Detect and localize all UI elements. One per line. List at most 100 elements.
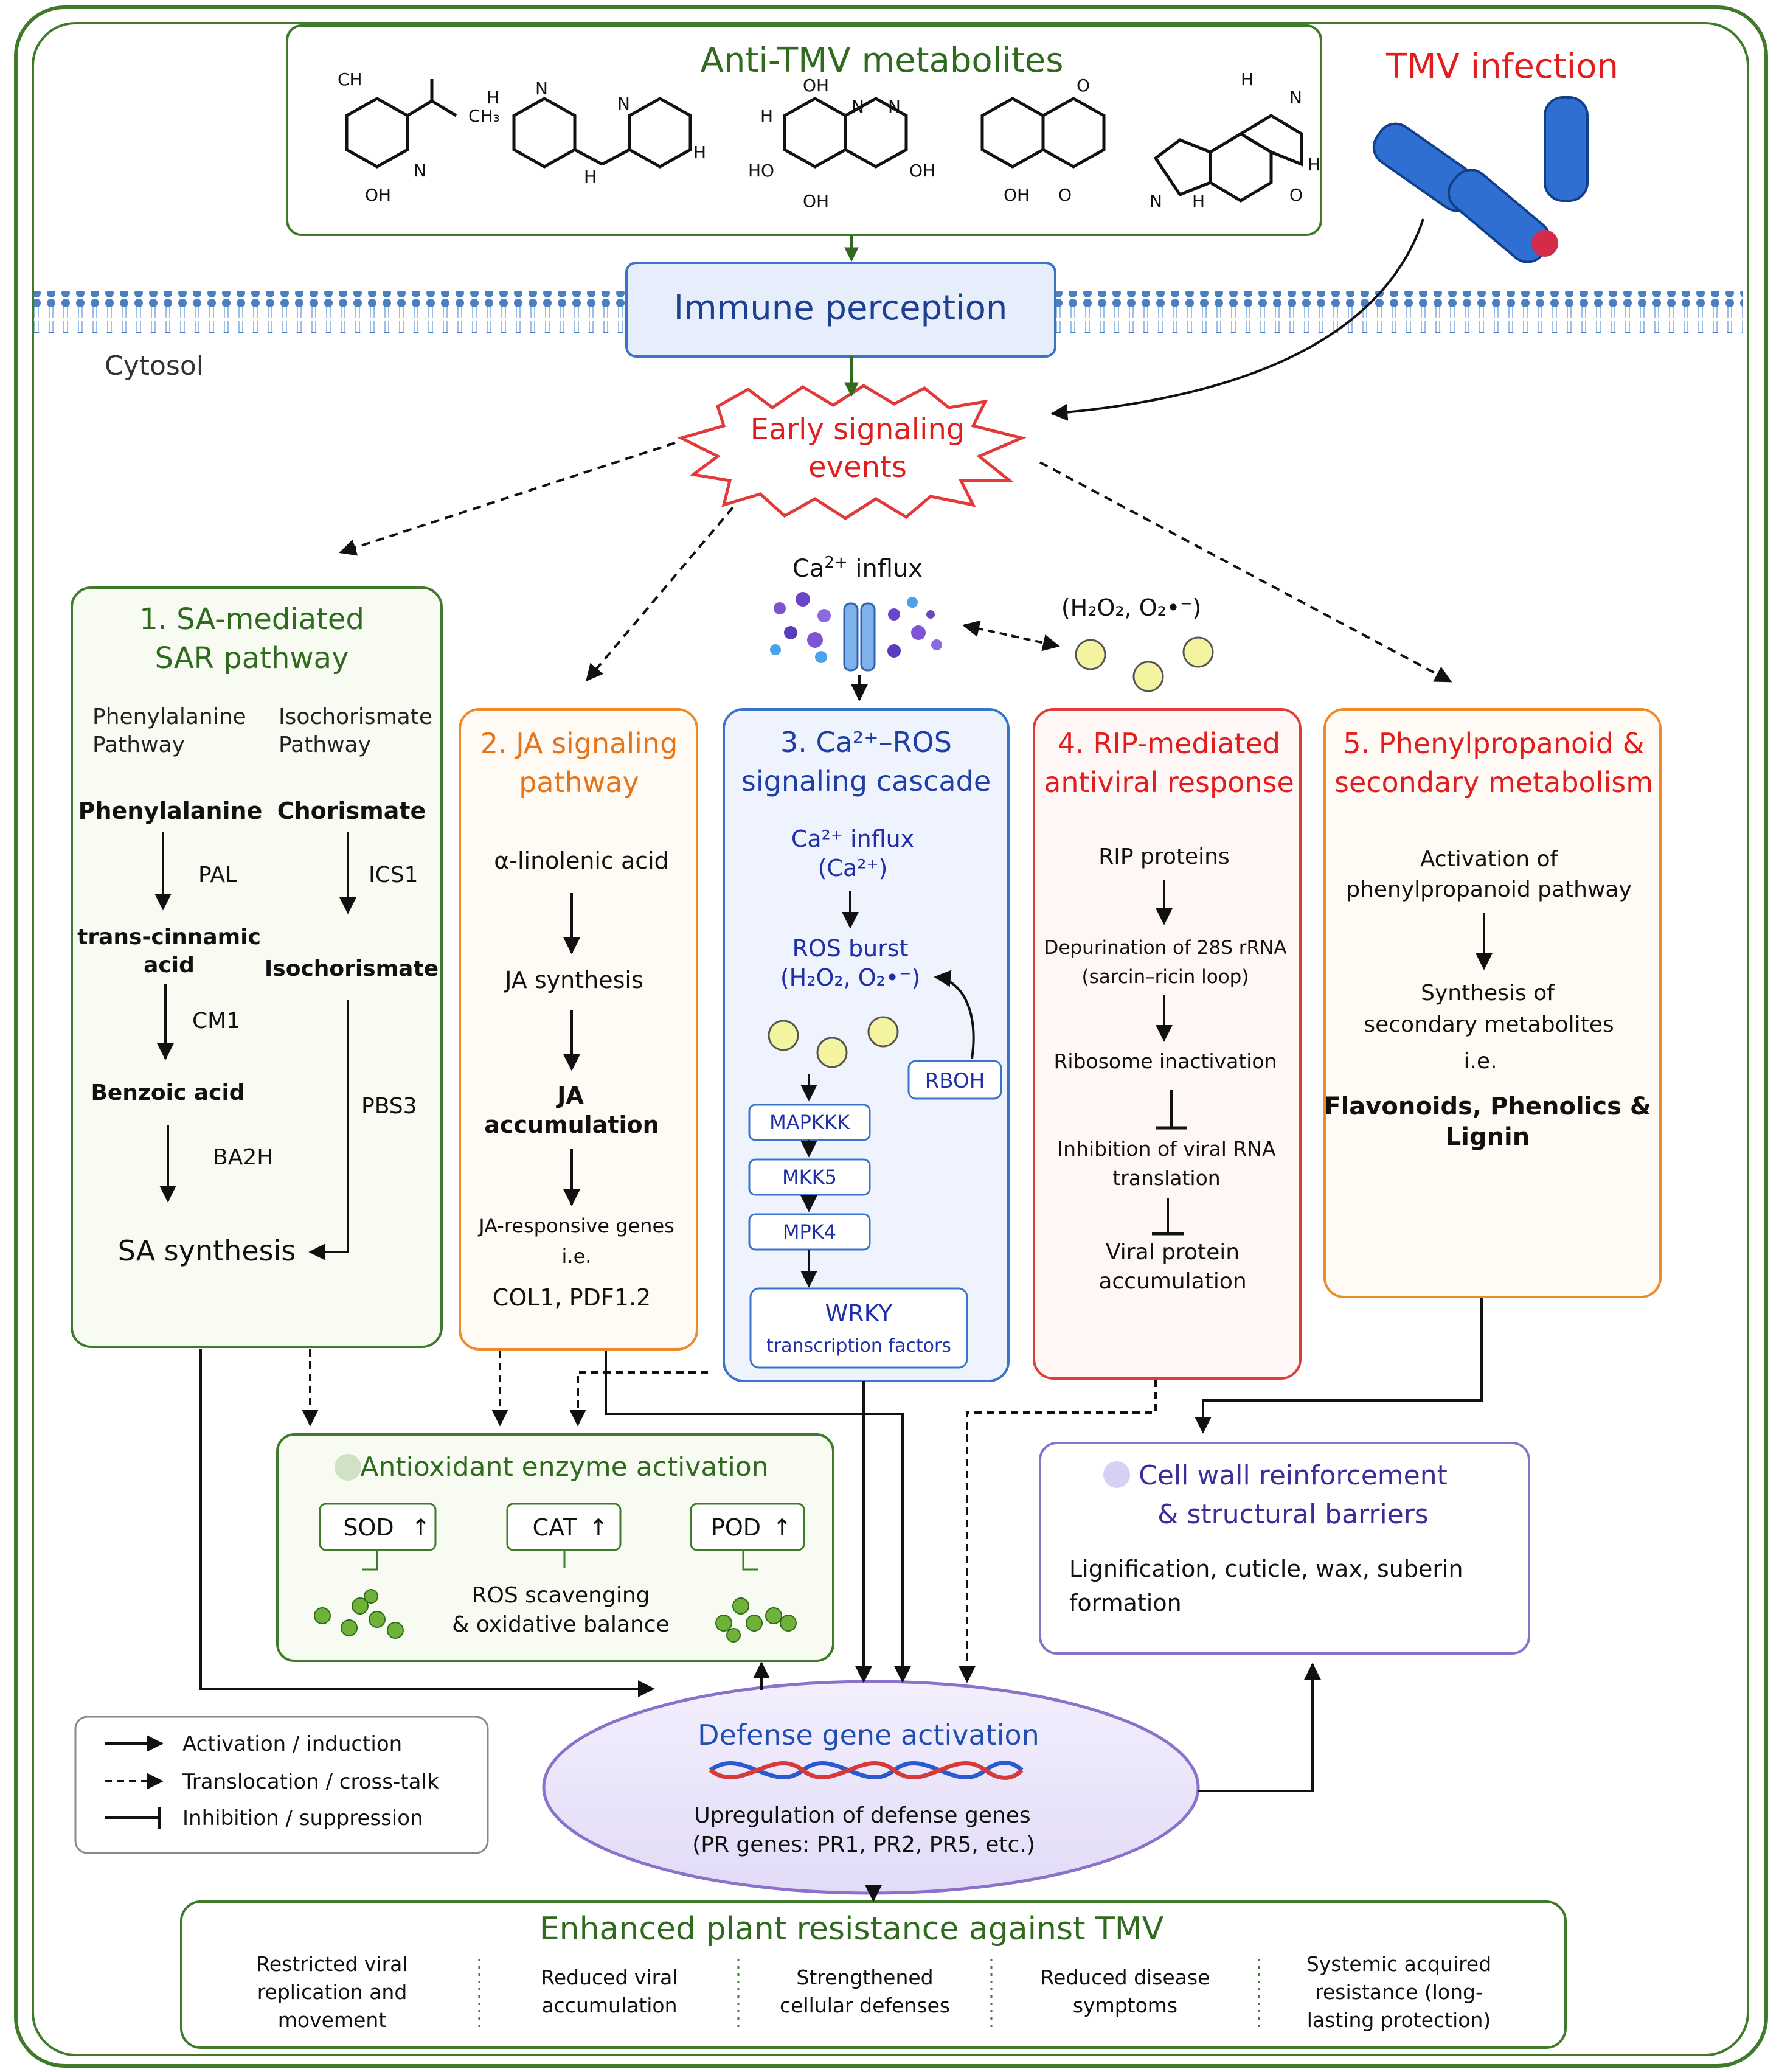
dna-icon <box>709 1761 1024 1780</box>
legend-inhibition: Inhibition / suppression <box>182 1806 423 1830</box>
sa-synthesis: SA synthesis <box>118 1234 296 1267</box>
ja-col1-pdf12: COL1, PDF1.2 <box>493 1284 651 1311</box>
phenyl-ie: i.e. <box>1463 1049 1497 1074</box>
legend: Activation / induction Translocation / c… <box>74 1716 489 1854</box>
tmv-particles-icon <box>1372 96 1589 263</box>
metabolite-structures <box>345 79 1303 203</box>
rip-proteins: RIP proteins <box>1098 844 1230 869</box>
ca-title-line2: signaling cascade <box>741 765 991 798</box>
ros-molecules-icon <box>1075 636 1214 692</box>
cell-wall-body-1: Lignification, cuticle, wax, suberin <box>1069 1556 1463 1582</box>
phenyl-title-line1: 5. Phenylpropanoid & <box>1343 727 1644 760</box>
svg-text:N: N <box>851 97 864 117</box>
dashed-early-sa <box>339 442 676 556</box>
sa-title-line1: 1. SA-mediated <box>139 602 364 636</box>
phenylpropanoid-box: 5. Phenylpropanoid & secondary metabolis… <box>1323 708 1662 1298</box>
cat-up-arrow: ↑ <box>589 1514 608 1541</box>
sod-up-arrow: ↑ <box>411 1514 431 1541</box>
rip-depurination-2: (sarcin–ricin loop) <box>1082 966 1249 988</box>
rip-viral-protein-2: accumulation <box>1098 1269 1246 1294</box>
sa-col2-head2: Pathway <box>279 732 371 757</box>
svg-text:O: O <box>1077 75 1090 96</box>
sa-phenylalanine: Phenylalanine <box>78 798 263 824</box>
phenyl-activation-2: phenylpropanoid pathway <box>1346 877 1632 902</box>
rboh-label: RBOH <box>925 1069 985 1093</box>
cell-wall-body-2: formation <box>1069 1590 1182 1616</box>
svg-text:H: H <box>693 142 706 162</box>
ja-accum-2: accumulation <box>484 1111 659 1138</box>
phenyl-flavonoids-1: Flavonoids, Phenolics & <box>1324 1093 1651 1121</box>
ca-channel-group: Ca2+ influx (H₂O₂, O₂•⁻) <box>770 554 1214 701</box>
arrow-tmv-early <box>1050 218 1424 421</box>
cell-wall-box: Cell wall reinforcement & structural bar… <box>1039 1442 1530 1655</box>
sa-trans-cinnamic-1: trans-cinnamic <box>77 925 261 950</box>
ca-ros-box: 3. Ca²⁺–ROS signaling cascade Ca²⁺ influ… <box>723 708 1010 1382</box>
antioxidant-box: Antioxidant enzyme activation SOD ↑ CAT … <box>276 1433 834 1662</box>
ros-scavenging-2: & oxidative balance <box>452 1612 669 1637</box>
sa-trans-cinnamic-2: acid <box>144 953 195 978</box>
svg-text:N: N <box>888 97 901 117</box>
svg-text:OH: OH <box>803 191 829 211</box>
legend-activation: Activation / induction <box>182 1732 402 1756</box>
tmv-title: TMV infection <box>1385 47 1618 86</box>
antioxidant-molecules-icon <box>314 1589 797 1643</box>
outcome-3-line2: cellular defenses <box>780 1994 950 2017</box>
pod-label: POD <box>711 1514 761 1541</box>
rip-ribosome: Ribosome inactivation <box>1053 1049 1277 1073</box>
ca-title-line1: 3. Ca²⁺–ROS <box>780 726 952 759</box>
ja-title-line2: pathway <box>519 766 639 799</box>
rip-inhibition-2: translation <box>1112 1166 1220 1190</box>
sa-ba2h: BA2H <box>213 1145 273 1170</box>
outcome-4-line1: Reduced disease <box>1041 1966 1210 1989</box>
enhanced-title: Enhanced plant resistance against TMV <box>539 1911 1164 1947</box>
rip-title-line2: antiviral response <box>1044 766 1294 799</box>
rip-inhibition-1: Inhibition of viral RNA <box>1057 1137 1276 1161</box>
ja-responsive-genes: JA-responsive genes <box>477 1214 674 1237</box>
outcome-5-line2: resistance (long- <box>1315 1980 1483 2004</box>
phenyl-synthesis-1: Synthesis of <box>1421 981 1555 1006</box>
svg-text:N: N <box>617 94 630 114</box>
ca-influx-label: Ca²⁺ influx <box>791 826 914 852</box>
ros-burst-label: ROS burst <box>792 935 908 962</box>
ros-top-label: (H₂O₂, O₂•⁻) <box>1061 594 1201 621</box>
wrky-label: WRKY <box>825 1300 893 1327</box>
svg-text:H: H <box>584 167 597 187</box>
outcome-5-line3: lasting protection) <box>1307 2008 1491 2032</box>
outcome-4-line2: symptoms <box>1073 1994 1177 2017</box>
rip-title-line1: 4. RIP-mediated <box>1058 727 1280 760</box>
early-signaling-burst: Early signaling events <box>677 384 1027 520</box>
sod-label: SOD <box>343 1514 394 1541</box>
inner-frame <box>32 22 1749 2056</box>
defense-title: Defense gene activation <box>698 1719 1039 1751</box>
svg-text:N: N <box>414 161 426 181</box>
phenyl-activation-1: Activation of <box>1420 847 1559 872</box>
phenyl-title-line2: secondary metabolism <box>1334 766 1653 799</box>
svg-text:H: H <box>1192 191 1205 211</box>
outcome-5-line1: Systemic acquired <box>1306 1952 1491 1976</box>
outcome-1-line1: Restricted viral <box>256 1952 407 1976</box>
svg-text:O: O <box>1058 185 1072 205</box>
dashed-ca-ros <box>962 620 1060 652</box>
sa-isochorismate: Isochorismate <box>265 956 439 981</box>
ja-pathway-box: 2. JA signaling pathway α-linolenic acid… <box>459 708 698 1351</box>
sa-benzoic-acid: Benzoic acid <box>91 1080 244 1105</box>
svg-text:H: H <box>760 106 773 126</box>
ca-influx-top-label: Ca2+ influx <box>792 554 923 583</box>
svg-text:OH: OH <box>803 75 829 96</box>
wrky-sub: transcription factors <box>766 1335 951 1357</box>
lower-connectors <box>199 1298 1483 1902</box>
svg-text:N: N <box>535 78 548 99</box>
ros-burst-sub: (H₂O₂, O₂•⁻) <box>780 964 920 991</box>
sa-ics1: ICS1 <box>369 863 418 888</box>
cat-label: CAT <box>533 1514 578 1541</box>
sa-pal: PAL <box>198 863 237 888</box>
outcome-1-line2: replication and <box>257 1980 407 2004</box>
legend-translocation: Translocation / cross-talk <box>182 1770 439 1794</box>
svg-text:HO: HO <box>748 161 774 181</box>
outcome-1-line3: movement <box>278 2008 387 2032</box>
rip-depurination-1: Depurination of 28S rRNA <box>1044 937 1287 959</box>
svg-text:O: O <box>1289 185 1303 205</box>
